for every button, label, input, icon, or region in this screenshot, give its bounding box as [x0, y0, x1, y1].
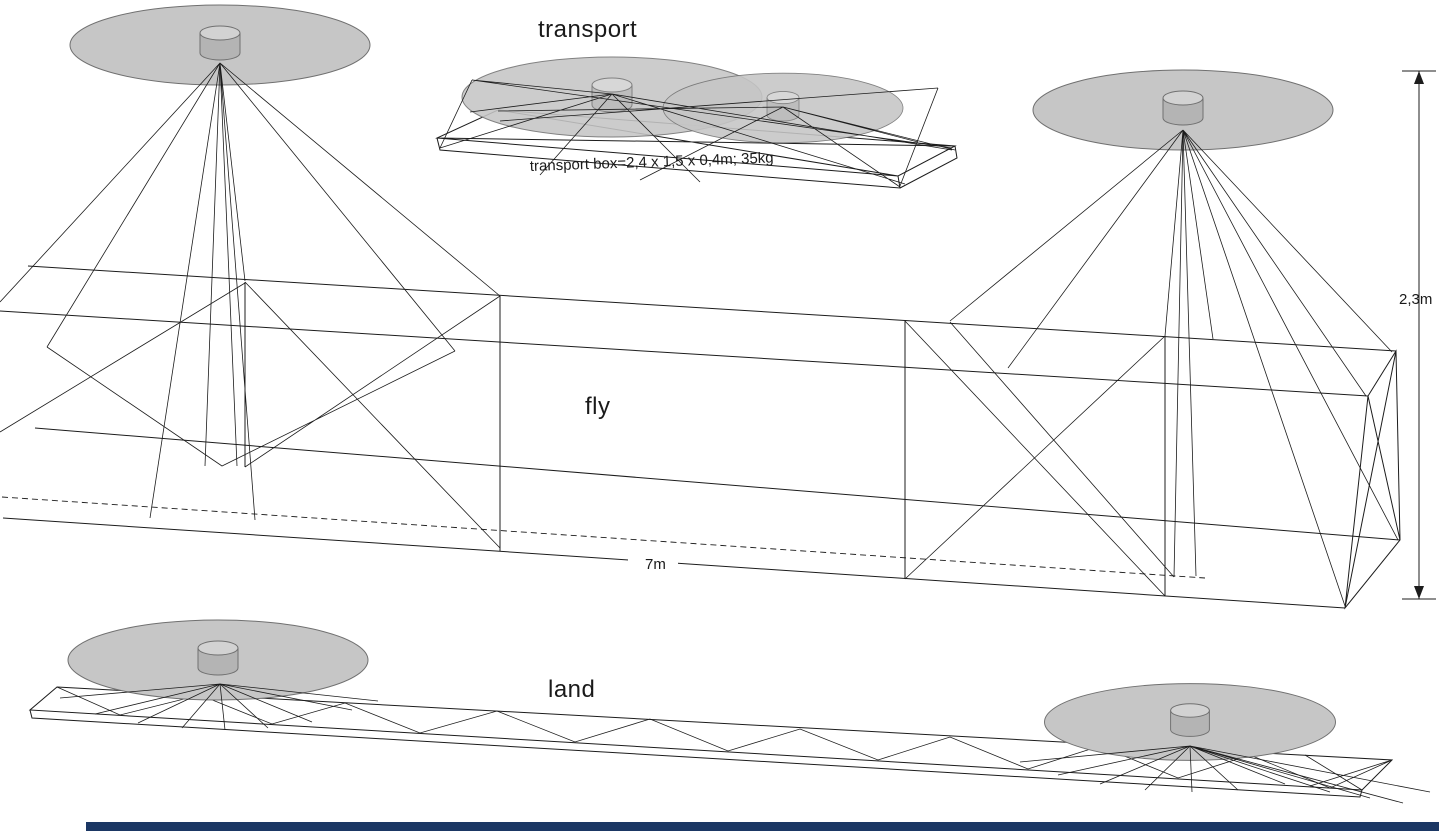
land-rotor-left [67, 619, 369, 701]
transport-box-caption: transport box=2,4 x 1,5 x 0,4m; 35kg [530, 149, 774, 175]
dimension-height-arrow-bottom [1414, 586, 1424, 599]
dimension-height-label: 2,3m [1399, 291, 1432, 308]
dimension-height: 2,3m [1399, 70, 1436, 600]
fly-right-mast-lines [949, 129, 1399, 607]
fly-fold-line [1, 496, 1206, 579]
dimension-length-mask [628, 552, 678, 574]
fly-label: fly [585, 393, 611, 420]
land-left-strut-lines [59, 683, 379, 731]
dimension-height-arrow-top [1414, 71, 1424, 84]
transport-box-outline [435, 109, 958, 189]
fly-left-mast-lines [0, 62, 501, 521]
fly-view: fly [0, 4, 1401, 610]
dimension-length-label: 7m [645, 556, 666, 573]
land-view: land [28, 619, 1431, 804]
background-window-strip[interactable] [86, 822, 1439, 831]
transport-label: transport [538, 16, 637, 43]
fly-frame-outline [0, 265, 1401, 610]
transport-fold-lines [439, 79, 956, 188]
fly-frame-posts [244, 282, 1166, 596]
dimension-length: 7m [628, 552, 678, 574]
fly-frame-bracing [0, 281, 1175, 597]
transport-view: transport transport box=2,4 x 1,5 x 0,4m… [435, 16, 958, 189]
dimension-height-line [1402, 70, 1436, 600]
land-label: land [548, 676, 595, 703]
land-right-strut-lines [1019, 745, 1431, 804]
